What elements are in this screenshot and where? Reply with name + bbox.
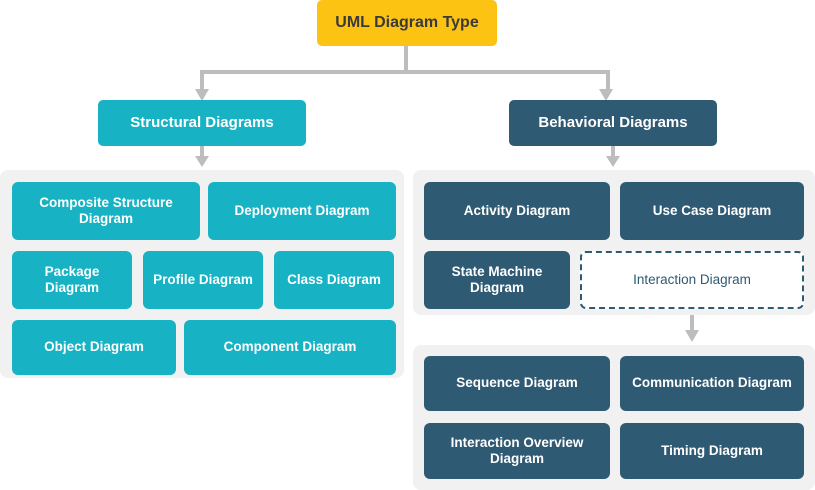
node-composite-structure-diagram[interactable]: Composite Structure Diagram [12,182,200,240]
node-label: Interaction Overview Diagram [450,434,584,466]
node-package-diagram[interactable]: Package Diagram [12,251,132,309]
node-label: Object Diagram [44,339,144,355]
node-label: Profile Diagram [153,271,253,287]
node-interaction-diagram[interactable]: Interaction Diagram [580,251,804,309]
node-deployment-diagram[interactable]: Deployment Diagram [208,182,396,240]
node-label: Sequence Diagram [456,375,578,391]
node-class-diagram[interactable]: Class Diagram [274,251,394,309]
node-label: Deployment Diagram [234,202,370,218]
node-label: Timing Diagram [661,442,763,458]
node-interaction-overview-diagram[interactable]: Interaction Overview Diagram [424,423,610,479]
node-label: Activity Diagram [463,202,571,218]
node-label: Interaction Diagram [633,271,751,287]
node-label: State Machine Diagram [451,263,543,295]
node-label: UML Diagram Type [335,14,479,32]
node-label: Communication Diagram [632,375,792,391]
node-sequence-diagram[interactable]: Sequence Diagram [424,356,610,411]
node-label: Class Diagram [287,271,381,287]
arrowhead-structural-panel [195,156,209,167]
node-label: Structural Diagrams [130,114,274,131]
connector-right-drop [606,70,610,89]
node-label: Component Diagram [223,339,357,355]
node-label: Composite Structure Diagram [39,194,173,226]
node-timing-diagram[interactable]: Timing Diagram [620,423,804,479]
node-use-case-diagram[interactable]: Use Case Diagram [620,182,804,240]
node-label: Use Case Diagram [652,202,772,218]
node-uml-diagram-type[interactable]: UML Diagram Type [317,0,497,46]
arrowhead-behavioral-panel [606,156,620,167]
node-activity-diagram[interactable]: Activity Diagram [424,182,610,240]
node-state-machine-diagram[interactable]: State Machine Diagram [424,251,570,309]
node-communication-diagram[interactable]: Communication Diagram [620,356,804,411]
node-label: Package Diagram [44,263,100,295]
arrowhead-interaction-panel [685,330,699,342]
connector-root-stem [404,46,408,73]
connector-left-drop [200,70,204,89]
connector-behavioral-stem [611,146,615,158]
node-profile-diagram[interactable]: Profile Diagram [143,251,263,309]
connector-root-bar [200,70,610,74]
node-label: Behavioral Diagrams [538,114,688,131]
node-object-diagram[interactable]: Object Diagram [12,320,176,375]
node-component-diagram[interactable]: Component Diagram [184,320,396,375]
node-structural-diagrams[interactable]: Structural Diagrams [98,100,306,146]
node-behavioral-diagrams[interactable]: Behavioral Diagrams [509,100,717,146]
connector-structural-stem [200,146,204,158]
